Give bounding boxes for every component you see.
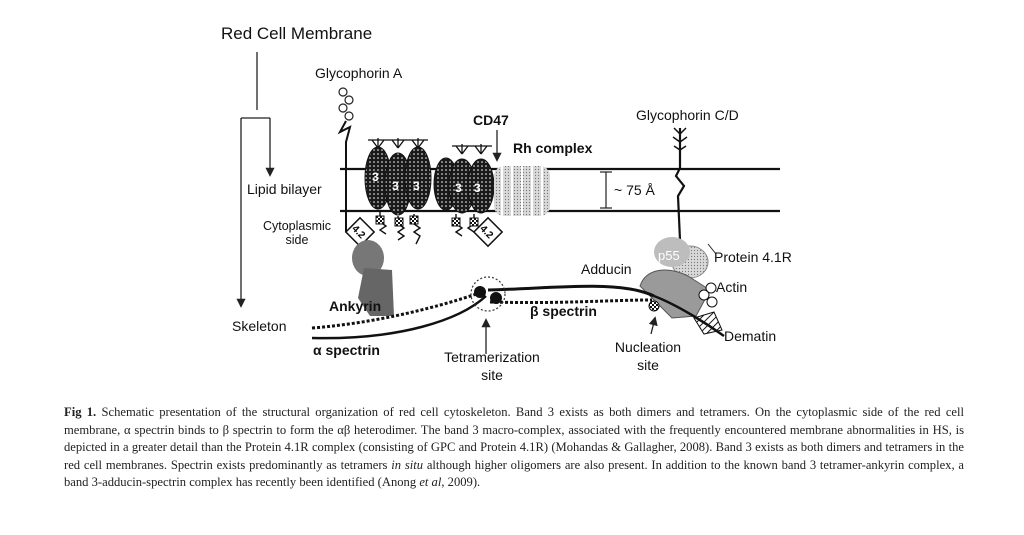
rh-complex — [492, 130, 550, 216]
glycophorin-cd-label: Glycophorin C/D — [636, 107, 739, 123]
caption-text: Schematic presentation of the structural… — [64, 405, 964, 472]
band3-label: 3 — [474, 181, 481, 195]
protein-4-1r-label: Protein 4.1R — [714, 249, 792, 265]
rh-complex-label: Rh complex — [513, 140, 593, 156]
skeleton-label: Skeleton — [232, 318, 287, 334]
membrane-diagram: 3 3 3 3 3 4.2 4.2 — [236, 52, 780, 354]
thickness-label: ~ 75 Å — [614, 182, 655, 198]
nucleation-line2: site — [637, 357, 659, 373]
cytoplasmic-side-line1: Cytoplasmic — [262, 219, 332, 233]
ankyrin-shape — [352, 240, 394, 316]
cytoplasmic-side-label: Cytoplasmic side — [252, 219, 342, 247]
tetramerization-line2: site — [481, 367, 503, 383]
beta-spectrin-label: β spectrin — [530, 303, 597, 319]
protein-4-2: 4.2 4.2 — [344, 216, 504, 248]
glycophorin-a-label: Glycophorin A — [315, 65, 403, 81]
glycophorin-cd — [672, 127, 688, 241]
p55-label: p55 — [658, 248, 680, 263]
band3-label: 3 — [413, 179, 420, 193]
tetramerization-line1: Tetramerization — [444, 349, 540, 365]
nucleation-site-label: Nucleation site — [606, 338, 690, 374]
glycophorin-a — [337, 87, 354, 232]
actin-label: Actin — [716, 279, 748, 295]
tetramerization-site-label: Tetramerization site — [430, 348, 554, 384]
alpha-spectrin-label: α spectrin — [313, 342, 380, 358]
skeleton-arrow — [236, 52, 275, 308]
figure-number: Fig 1. — [64, 405, 97, 419]
caption-text: , 2009). — [441, 475, 481, 490]
caption-text: although higher oligomers are also prese… — [64, 457, 964, 490]
cd47-label: CD47 — [473, 112, 509, 128]
protein-4-1r-complex: p55 — [639, 237, 723, 335]
lipid-bilayer-label: Lipid bilayer — [247, 181, 322, 197]
figure-caption: Fig 1. Schematic presentation of the str… — [64, 404, 964, 492]
band3-complex: 3 3 3 3 3 — [364, 138, 495, 245]
ankyrin-label: Ankyrin — [329, 298, 382, 314]
adducin-label: Adducin — [581, 261, 632, 277]
band3-label: 3 — [455, 181, 462, 195]
caption-italic-in-situ: in situ — [391, 457, 424, 472]
spectrin-network — [311, 276, 725, 354]
cytoplasmic-side-line2: side — [285, 233, 309, 247]
band3-label: 3 — [392, 179, 399, 193]
band3-label: 3 — [372, 170, 379, 184]
figure-title: Red Cell Membrane — [221, 24, 373, 43]
nucleation-line1: Nucleation — [614, 339, 682, 355]
dematin-label: Dematin — [724, 328, 777, 344]
thickness-marker — [600, 171, 612, 209]
membrane-figure: 3 3 3 3 3 4.2 4.2 — [221, 24, 792, 384]
caption-italic-et-al: et al — [419, 475, 442, 490]
